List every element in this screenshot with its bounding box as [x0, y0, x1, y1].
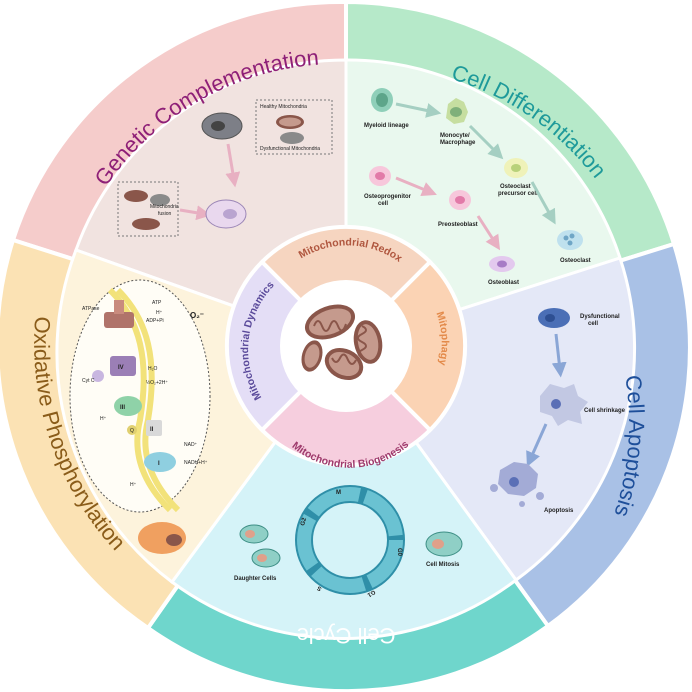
- svg-text:III: III: [120, 405, 125, 411]
- svg-text:Macrophage: Macrophage: [440, 140, 476, 146]
- svg-text:NAD⁺: NAD⁺: [184, 442, 198, 448]
- svg-text:H₂O: H₂O: [148, 366, 158, 372]
- inner-ring: [224, 224, 468, 468]
- mito-legend-box: [255, 99, 333, 155]
- svg-text:NADH+H⁺: NADH+H⁺: [184, 460, 208, 466]
- svg-text:Mitochondria: Mitochondria: [150, 204, 179, 210]
- oxphos-panel: ATPase ATP H⁺ ADP+Pi O₂⁻ IV Cyt C H₂O ½O…: [69, 279, 211, 554]
- svg-text:IV: IV: [118, 365, 124, 371]
- svg-text:S: S: [317, 584, 323, 591]
- svg-text:H⁺: H⁺: [130, 482, 137, 488]
- svg-text:G1: G1: [365, 588, 376, 598]
- differentiation-panel: Myeloid lineage Monocyte/ Macrophage Ost…: [364, 88, 591, 286]
- svg-text:Cyt C: Cyt C: [82, 378, 95, 384]
- svg-text:Cell Mitosis: Cell Mitosis: [426, 562, 460, 568]
- svg-text:H⁺: H⁺: [100, 416, 107, 422]
- svg-text:G0: G0: [396, 548, 402, 557]
- svg-text:I: I: [158, 461, 160, 467]
- svg-text:Monocyte/: Monocyte/: [440, 133, 470, 139]
- svg-text:fusion: fusion: [158, 211, 172, 217]
- svg-text:Osteoblast: Osteoblast: [488, 280, 519, 286]
- svg-text:Preosteoblast: Preosteoblast: [438, 222, 478, 228]
- svg-text:Daughter Cells: Daughter Cells: [234, 576, 277, 582]
- center-circle: [280, 280, 412, 412]
- svg-text:Osteoclast: Osteoclast: [560, 258, 591, 264]
- fusion-box: [117, 181, 179, 237]
- svg-text:Myeloid lineage: Myeloid lineage: [364, 123, 409, 129]
- svg-text:G2: G2: [300, 517, 308, 527]
- svg-text:ATPase: ATPase: [82, 306, 100, 312]
- svg-text:Osteoprogenitor: Osteoprogenitor: [364, 194, 412, 200]
- svg-text:Q: Q: [130, 428, 134, 434]
- mitochondria-icon: [301, 304, 383, 381]
- genetic-panel: Healthy Mitochondria Dysfunctional Mitoc…: [117, 99, 333, 237]
- svg-text:cell: cell: [588, 321, 598, 327]
- svg-text:Dysfunctional: Dysfunctional: [580, 314, 620, 320]
- svg-text:M: M: [336, 490, 341, 496]
- svg-text:Dysfunctional Mitochondria: Dysfunctional Mitochondria: [260, 146, 320, 152]
- svg-text:ADP+Pi: ADP+Pi: [146, 318, 164, 324]
- svg-text:½O₂+2H⁺: ½O₂+2H⁺: [146, 379, 168, 386]
- svg-text:ATP: ATP: [152, 300, 162, 306]
- svg-text:Osteoclast: Osteoclast: [500, 184, 531, 190]
- svg-text:Apoptosis: Apoptosis: [544, 508, 574, 514]
- label-cell-cycle: Cell Cycle: [296, 623, 395, 648]
- svg-text:II: II: [150, 427, 154, 433]
- svg-text:precursor cell: precursor cell: [498, 191, 538, 197]
- svg-text:Healthy Mitochondria: Healthy Mitochondria: [260, 104, 307, 110]
- apoptosis-panel: Dysfunctional cell Cell shrinkage Apopto…: [490, 308, 626, 514]
- svg-text:cell: cell: [378, 201, 388, 207]
- svg-text:Cell shrinkage: Cell shrinkage: [584, 408, 626, 414]
- svg-text:H⁺: H⁺: [156, 310, 163, 316]
- cycle-panel: M G0 G1 S G2 Daughter Cells Cell Mitosis: [234, 485, 463, 598]
- svg-text:O₂⁻: O₂⁻: [190, 311, 204, 320]
